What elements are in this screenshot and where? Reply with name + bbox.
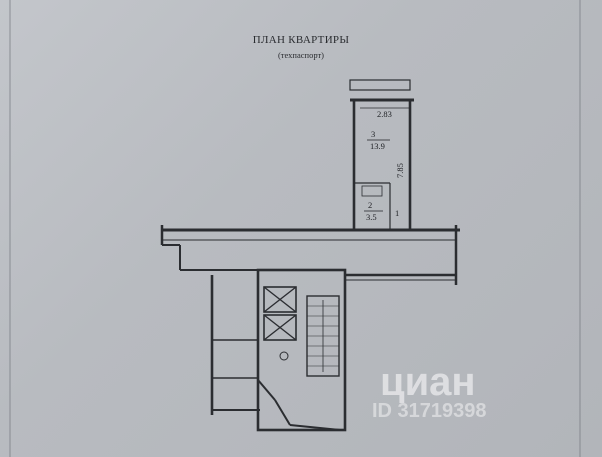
cian-watermark-id: ID 31719398	[372, 400, 487, 422]
room2-number: 2	[368, 200, 372, 210]
cian-watermark-logo: циан	[380, 360, 476, 404]
room3-number: 3	[371, 129, 375, 139]
plan-title: ПЛАН КВАРТИРЫ	[252, 34, 350, 46]
dimension-width: 2.83	[377, 109, 392, 119]
stair-core-outline	[256, 268, 347, 432]
left-wing-outline	[210, 275, 341, 431]
corridor-outline	[160, 225, 460, 285]
room2-area: 3.5	[366, 212, 377, 222]
apartment-outline	[349, 79, 414, 232]
room3-area: 13.9	[370, 141, 385, 151]
dimension-length: 7.85	[395, 163, 405, 178]
room1-number: 1	[395, 208, 399, 218]
plan-subtitle: (техпаспорт)	[277, 50, 325, 60]
